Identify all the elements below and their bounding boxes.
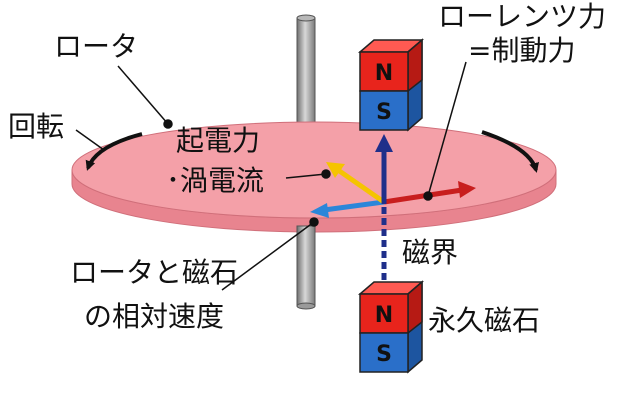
vector-arrows xyxy=(310,162,476,218)
field-label: 磁界 xyxy=(402,236,458,269)
lorentz-leader xyxy=(427,61,467,197)
velocity-arrow xyxy=(323,199,385,213)
lorentz-label-line1: ローレンツ力 xyxy=(438,0,606,33)
relative-velocity-label-line2: の相対速度 xyxy=(84,300,224,333)
eddy-arrowhead xyxy=(326,162,345,178)
emf-leader xyxy=(285,173,327,179)
velocity-arrowhead xyxy=(310,203,329,218)
shaft-top-cap xyxy=(296,14,316,22)
rotation-arrow-left xyxy=(85,132,143,171)
eddy-arrow xyxy=(336,167,386,205)
shaft-bottom-cap xyxy=(296,302,316,310)
lower-magnet-north xyxy=(359,293,409,334)
rotation-arrow-right xyxy=(481,130,539,173)
velocity-leader-dot xyxy=(309,217,319,227)
rotor-label: ロータ xyxy=(54,30,138,63)
upper-magnet: N S xyxy=(357,38,425,132)
lorentz-leader-dot xyxy=(423,191,433,201)
emf-label-line2: ･渦電流 xyxy=(166,164,264,197)
lower-magnet-north-label: N xyxy=(375,303,393,328)
rotor-top xyxy=(71,121,557,219)
lower-magnet: N S xyxy=(357,280,425,374)
emf-label-line1: 起電力 xyxy=(176,124,260,157)
rotation-leader xyxy=(75,129,105,151)
lower-magnet-south xyxy=(359,332,409,373)
emf-leader-dot xyxy=(321,169,331,179)
relative-velocity-label-line1: ロータと磁石 xyxy=(70,256,238,289)
upper-magnet-south-label: S xyxy=(376,100,392,125)
permanent-magnet-label: 永久磁石 xyxy=(428,304,540,337)
rotor-leader xyxy=(117,65,169,125)
upper-magnet-south xyxy=(359,90,409,131)
lorentz-label-line2: =制動力 xyxy=(468,34,575,67)
rotation-label: 回転 xyxy=(8,110,64,143)
lower-magnet-south-label: S xyxy=(376,342,392,367)
rotor-disc xyxy=(71,121,557,233)
force-arrow xyxy=(383,187,463,205)
upper-magnet-north xyxy=(359,51,409,92)
upper-magnet-north-label: N xyxy=(375,61,393,86)
force-arrowhead xyxy=(458,181,476,198)
rotor-leader-dot xyxy=(163,119,173,129)
leader-lines xyxy=(75,61,467,291)
velocity-leader xyxy=(221,221,315,291)
field-arrowhead xyxy=(375,134,393,152)
shaft-lower xyxy=(296,225,316,307)
